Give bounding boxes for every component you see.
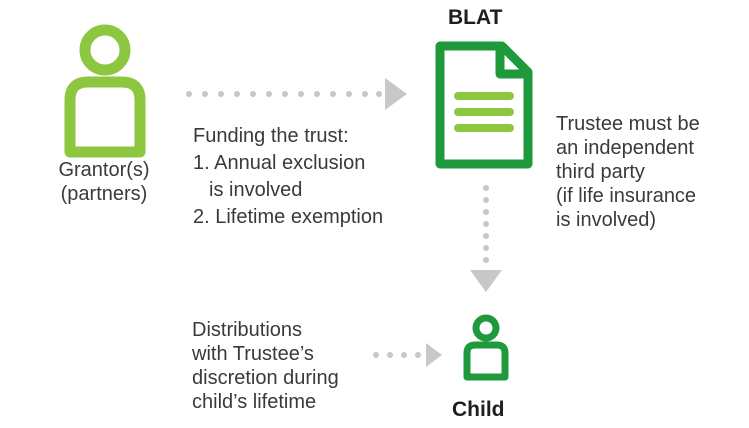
grantor-label-line1: Grantor(s) <box>58 159 150 181</box>
grantor-label: Grantor(s) (partners) <box>44 158 164 206</box>
trustee-line1: Trustee must be <box>556 113 700 135</box>
distributions-line3: discretion during <box>192 367 339 389</box>
distributions-text: Distributions with Trustee’s discretion … <box>192 318 339 414</box>
funding-text: Funding the trust: 1. Annual exclusion i… <box>193 124 383 229</box>
grantor-label-line2: (partners) <box>60 183 148 205</box>
document-icon <box>435 41 533 169</box>
funding-line2: 1. Annual exclusion <box>193 152 366 174</box>
distributions-line4: child’s lifetime <box>192 391 317 413</box>
funding-line3: is involved <box>209 179 303 201</box>
trustee-line2: an independent <box>556 137 694 159</box>
funding-line1: Funding the trust: <box>193 125 349 147</box>
child-label: Child <box>452 398 505 421</box>
trustee-note: Trustee must be an independent third par… <box>556 112 700 232</box>
grantor-person-icon <box>64 24 146 158</box>
trustee-line3: third party <box>556 161 645 183</box>
arrow-blat-to-child <box>470 185 502 292</box>
child-person-icon <box>463 314 509 381</box>
distributions-line2: with Trustee’s <box>192 343 314 365</box>
arrow-distributions-to-child <box>373 343 442 367</box>
distributions-line1: Distributions <box>192 319 303 341</box>
trustee-line4: (if life insurance <box>556 185 697 207</box>
arrow-grantor-to-blat <box>186 78 407 110</box>
blat-title: BLAT <box>448 6 503 29</box>
funding-line4: 2. Lifetime exemption <box>193 206 384 228</box>
trustee-line5: is involved) <box>556 209 657 231</box>
